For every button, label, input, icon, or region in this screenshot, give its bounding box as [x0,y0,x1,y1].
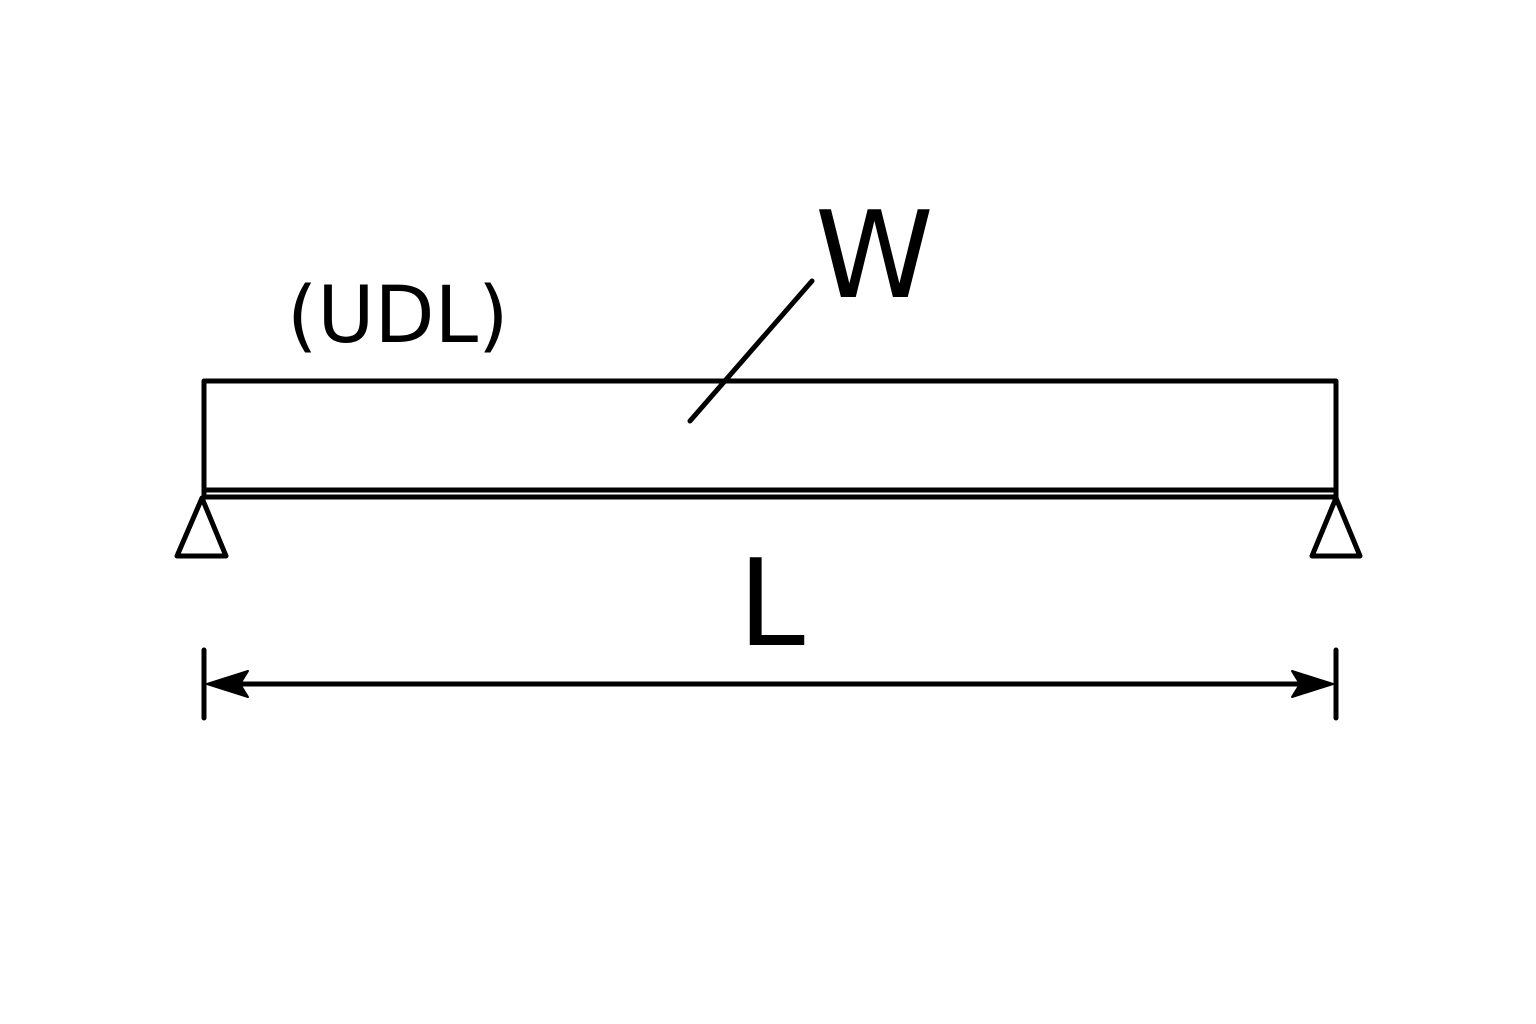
dimension-arrow-left-icon [206,670,249,698]
dimension-arrow-right-icon [1291,670,1334,698]
span-label-l: L [738,535,805,674]
right-support-icon [1309,495,1363,559]
beam [201,487,1339,500]
udl-load-block [201,378,1339,493]
udl-label: (UDL) [287,271,508,361]
load-symbol-w: W [815,187,934,326]
leader-line [687,278,815,424]
left-support-icon [174,495,229,559]
